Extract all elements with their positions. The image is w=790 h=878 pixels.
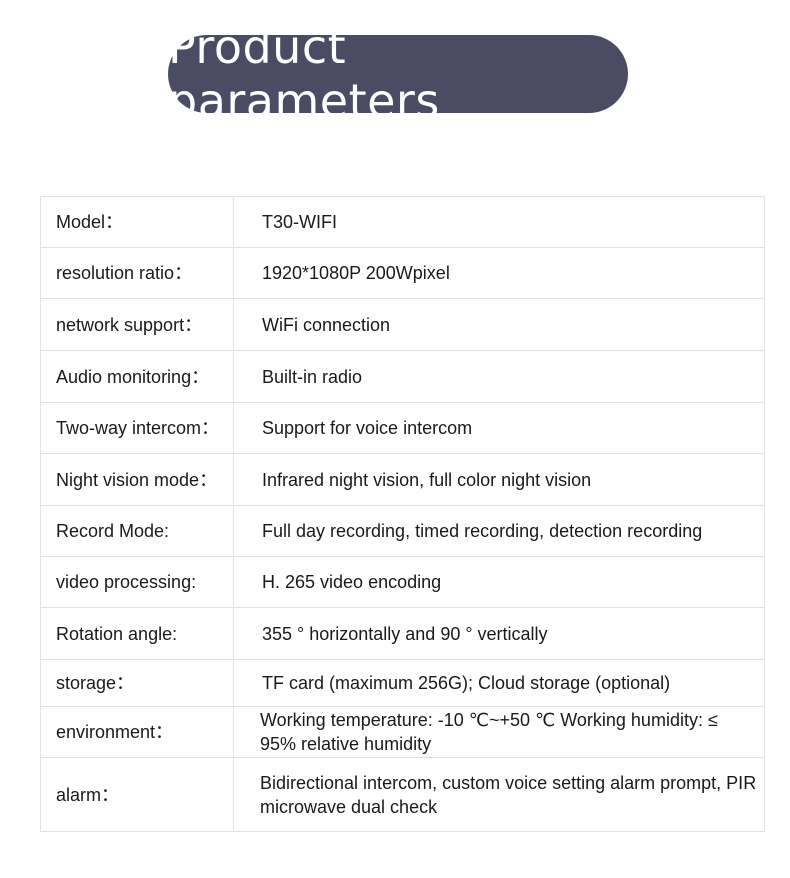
table-row: Audio monitoring： Built-in radio xyxy=(40,350,765,403)
param-value-alarm: Bidirectional intercom, custom voice set… xyxy=(233,757,765,832)
table-row: Night vision mode： Infrared night vision… xyxy=(40,453,765,506)
param-label-intercom: Two-way intercom： xyxy=(40,402,234,454)
param-label-model: Model： xyxy=(40,196,234,248)
table-row: Rotation angle: 355 ° horizontally and 9… xyxy=(40,607,765,660)
param-value-model: T30-WIFI xyxy=(233,196,765,248)
table-row: storage： TF card (maximum 256G); Cloud s… xyxy=(40,659,765,707)
param-label-night-vision: Night vision mode： xyxy=(40,453,234,506)
param-value-video-processing: H. 265 video encoding xyxy=(233,556,765,608)
param-label-environment: environment： xyxy=(40,706,234,758)
param-value-rotation: 355 ° horizontally and 90 ° vertically xyxy=(233,607,765,660)
param-label-video-processing: video processing: xyxy=(40,556,234,608)
param-value-record-mode: Full day recording, timed recording, det… xyxy=(233,505,765,557)
param-value-resolution: 1920*1080P 200Wpixel xyxy=(233,247,765,299)
param-value-storage: TF card (maximum 256G); Cloud storage (o… xyxy=(233,659,765,707)
param-label-network: network support： xyxy=(40,298,234,351)
param-label-resolution: resolution ratio： xyxy=(40,247,234,299)
table-row: Model： T30-WIFI xyxy=(40,196,765,248)
param-value-network: WiFi connection xyxy=(233,298,765,351)
param-label-record-mode: Record Mode: xyxy=(40,505,234,557)
table-row: Record Mode: Full day recording, timed r… xyxy=(40,505,765,557)
table-row: Two-way intercom： Support for voice inte… xyxy=(40,402,765,454)
page-title: Product parameters xyxy=(168,20,440,128)
param-value-environment: Working temperature: -10 ℃~+50 ℃ Working… xyxy=(233,706,765,758)
param-label-rotation: Rotation angle: xyxy=(40,607,234,660)
table-row: video processing: H. 265 video encoding xyxy=(40,556,765,608)
table-row: environment： Working temperature: -10 ℃~… xyxy=(40,706,765,758)
param-value-audio: Built-in radio xyxy=(233,350,765,403)
parameters-table: Model： T30-WIFI resolution ratio： 1920*1… xyxy=(40,196,765,832)
param-label-storage: storage： xyxy=(40,659,234,707)
title-banner: Product parameters xyxy=(168,20,628,128)
table-row: network support： WiFi connection xyxy=(40,298,765,351)
param-label-audio: Audio monitoring： xyxy=(40,350,234,403)
table-row: alarm： Bidirectional intercom, custom vo… xyxy=(40,757,765,832)
param-value-night-vision: Infrared night vision, full color night … xyxy=(233,453,765,506)
param-label-alarm: alarm： xyxy=(40,757,234,832)
table-row: resolution ratio： 1920*1080P 200Wpixel xyxy=(40,247,765,299)
param-value-intercom: Support for voice intercom xyxy=(233,402,765,454)
